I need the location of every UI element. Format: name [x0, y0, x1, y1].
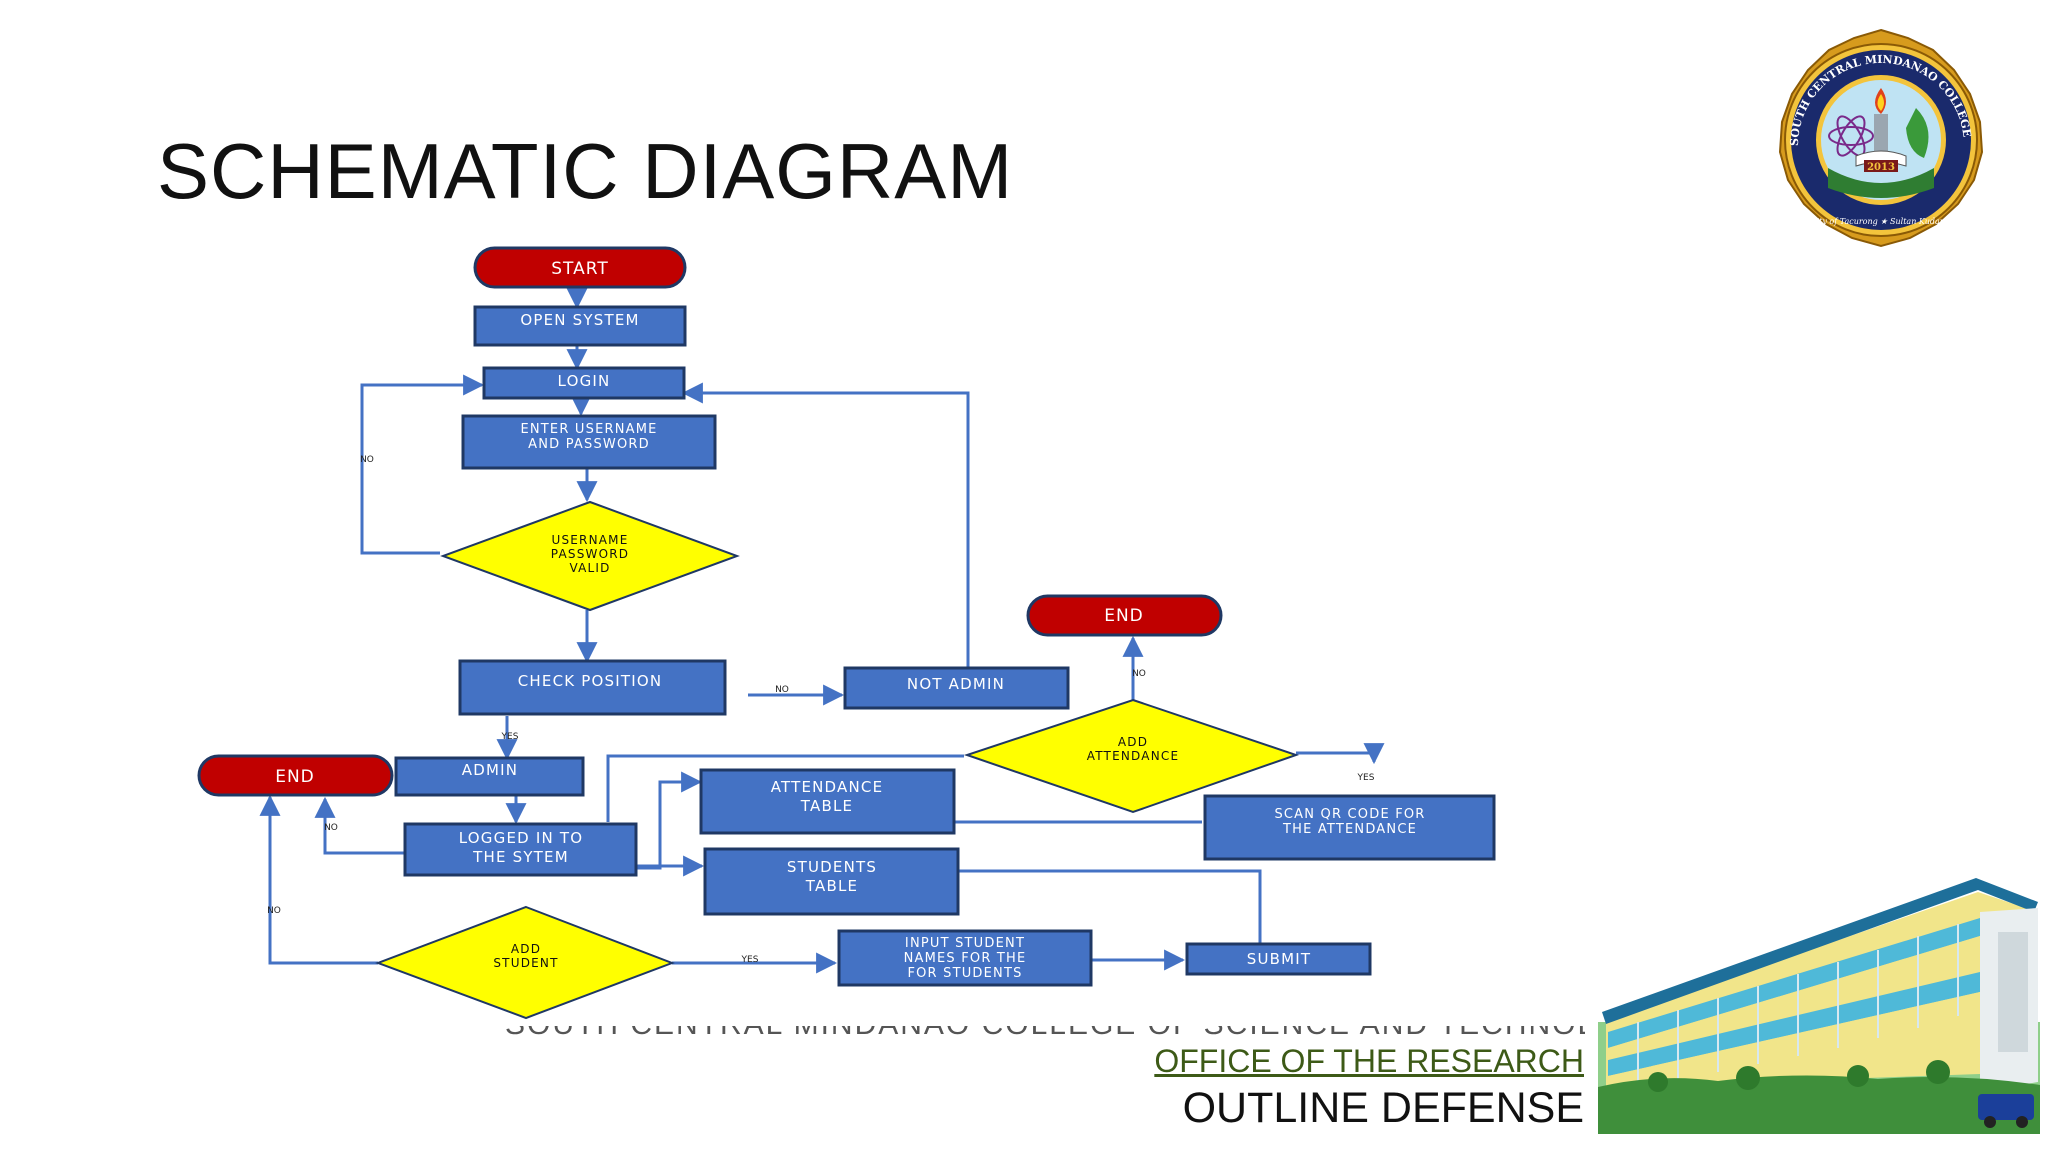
edge-no-login-loop: [360, 374, 485, 555]
school-building-image: [1598, 872, 2040, 1134]
check-position-label: CHECK POSITION: [518, 672, 663, 690]
edge-logged-endleft: [314, 796, 405, 855]
end-left-label: END: [275, 767, 315, 787]
add-attendance-decision: [963, 698, 1300, 814]
check-position-box: [458, 659, 727, 716]
attendance-table-box: [699, 768, 956, 835]
attendance-table-label-2: TABLE: [800, 797, 853, 815]
seal-location: City of Tacurong ★ Sultan Kudarat: [1810, 217, 1952, 226]
start-terminal: START: [473, 246, 687, 289]
seal-year: 2013: [1867, 162, 1895, 173]
enter-credentials-label-1: ENTER USERNAME: [520, 422, 657, 437]
scan-qr-label-1: SCAN QR CODE FOR: [1274, 807, 1425, 822]
institution-name-text: SOUTH CENTRAL MINDANAO COLLEGE OF SCIENC…: [505, 1026, 1585, 1040]
office-of-research: OFFICE OF THE RESEARCH: [1154, 1043, 1584, 1079]
add-student-label-1: ADD: [511, 942, 541, 956]
end-terminal-top: END: [1026, 594, 1223, 637]
credentials-valid-label-2: PASSWORD: [551, 547, 629, 561]
institution-name-cut: SOUTH CENTRAL MINDANAO COLLEGE OF SCIENC…: [505, 1026, 1585, 1040]
edge-label-yes-add-student: YES: [741, 955, 759, 965]
add-attendance-label-2: ATTENDANCE: [1087, 749, 1179, 763]
login-label: LOGIN: [558, 372, 611, 390]
scan-qr-box: [1203, 794, 1496, 861]
edge-label-no-add-student: NO: [267, 906, 281, 916]
input-names-label-1: INPUT STUDENT: [905, 936, 1025, 951]
students-table-box: [703, 847, 960, 916]
scan-qr-label-2: THE ATTENDANCE: [1282, 822, 1417, 837]
not-admin-box: [843, 666, 1070, 710]
page-title: SCHEMATIC DIAGRAM: [157, 127, 1014, 215]
college-seal-logo: 2013 SOUTH CENTRAL MINDANAO COLLEGE OF S…: [1768, 28, 1984, 248]
edge-logged-attendance-decision: [606, 754, 964, 822]
add-attendance-label-1: ADD: [1118, 735, 1148, 749]
enter-credentials-label-2: AND PASSWORD: [528, 437, 650, 452]
attendance-table-label-1: ATTENDANCE: [771, 778, 884, 796]
add-student-label-2: STUDENT: [493, 956, 558, 970]
connectors: [259, 287, 1385, 974]
open-system-box: [473, 305, 687, 347]
logged-in-label-2: THE SYTEM: [472, 848, 569, 866]
logged-in-label-1: LOGGED IN TO: [459, 829, 583, 847]
logged-in-box: [403, 822, 638, 877]
input-names-box: [837, 929, 1093, 987]
edge-logged-attendance-table: [636, 771, 703, 870]
edge-label-no-login: NO: [360, 455, 374, 465]
students-table-label-1: STUDENTS: [787, 858, 877, 876]
add-student-decision: [375, 905, 675, 1020]
input-names-label-2: NAMES FOR THE: [904, 951, 1027, 966]
not-admin-label: NOT ADMIN: [907, 675, 1005, 693]
credentials-valid-label-3: VALID: [569, 561, 610, 575]
edge-notadmin-login: [681, 382, 970, 668]
students-table-label-2: TABLE: [805, 877, 858, 895]
login-box: [482, 366, 686, 400]
end-terminal-left: END: [197, 754, 394, 797]
submit-label: SUBMIT: [1247, 950, 1312, 968]
enter-credentials-box: [461, 414, 717, 470]
credentials-valid-label-1: USERNAME: [551, 533, 628, 547]
edge-label-yes-admin: YES: [501, 732, 519, 742]
edge-addstudent-endleft: [259, 794, 378, 965]
open-system-label: OPEN SYSTEM: [520, 311, 639, 329]
outline-defense-label: OUTLINE DEFENSE: [1182, 1084, 1584, 1132]
edge-label-yes-scan: YES: [1357, 773, 1375, 783]
admin-label: ADMIN: [462, 761, 518, 779]
admin-box: [394, 756, 585, 797]
edge-label-no-end-top: NO: [1132, 669, 1146, 679]
input-names-label-3: FOR STUDENTS: [907, 966, 1022, 981]
end-top-label: END: [1104, 606, 1144, 626]
edge-yes-scan: [1296, 743, 1385, 765]
edge-submit-students-table: [958, 869, 1262, 944]
edge-label-no-position: NO: [775, 685, 789, 695]
start-label: START: [551, 259, 608, 279]
submit-box: [1185, 942, 1372, 976]
edge-label-no-end-left: NO: [324, 823, 338, 833]
credentials-valid-decision: [440, 500, 740, 612]
